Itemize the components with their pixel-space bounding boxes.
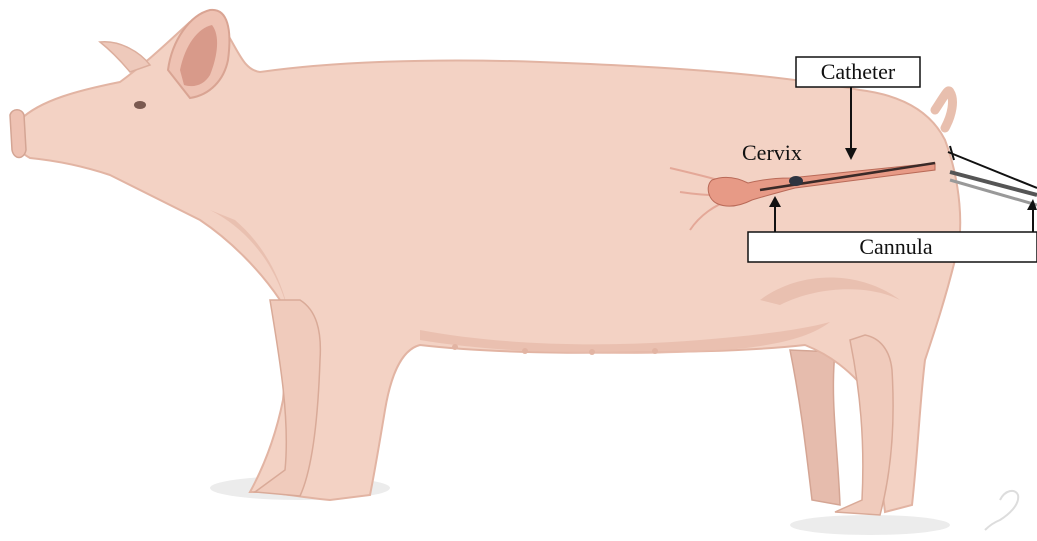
cannula-device: [948, 146, 1037, 205]
cannula-label: Cannula: [859, 234, 933, 259]
pig-tail: [935, 91, 952, 128]
watermark-sketch: [985, 491, 1018, 530]
pig-snout: [10, 110, 26, 158]
pig-far-ear: [100, 42, 150, 72]
far-legs: [335, 330, 840, 505]
catheter-label: Catheter: [821, 59, 896, 84]
cervix-label: Cervix: [742, 140, 802, 165]
cervix-tip: [789, 176, 803, 186]
pig-eye: [134, 101, 146, 109]
